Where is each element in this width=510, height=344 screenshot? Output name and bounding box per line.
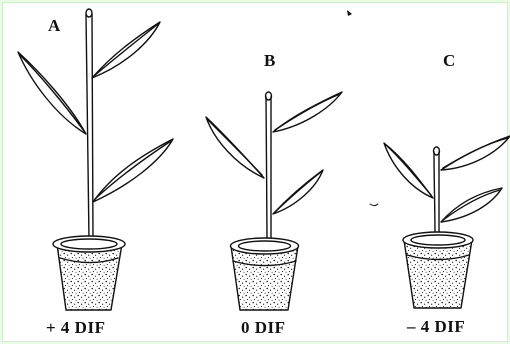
plant-label-c: C bbox=[443, 51, 455, 71]
plant-label-b: B bbox=[264, 51, 275, 71]
dif-caption-c: – 4 DIF bbox=[407, 317, 465, 337]
stray-mark bbox=[347, 10, 352, 16]
plant-b-leaf-lower-right bbox=[273, 170, 323, 214]
dif-caption-a: + 4 DIF bbox=[46, 318, 105, 338]
plant-a-leaf-lower-right bbox=[93, 139, 173, 202]
plant-b-stem bbox=[266, 92, 272, 242]
dif-caption-b: 0 DIF bbox=[241, 318, 286, 338]
plant-a-leaf-upper-right bbox=[92, 22, 160, 78]
plant-b-pot bbox=[231, 238, 299, 310]
plant-c-stem bbox=[434, 147, 440, 236]
plant-b bbox=[206, 92, 342, 310]
plant-a bbox=[18, 9, 173, 310]
stray-mark bbox=[370, 204, 378, 206]
plant-c-pot bbox=[403, 232, 473, 308]
plant-c bbox=[384, 136, 510, 308]
plant-b-leaf-left bbox=[206, 117, 264, 178]
plant-label-a: A bbox=[48, 16, 60, 36]
plant-a-pot bbox=[53, 236, 125, 310]
plant-c-leaf-left bbox=[384, 143, 433, 198]
plant-a-stem bbox=[86, 9, 93, 240]
plant-c-leaf-lower-right bbox=[441, 188, 502, 222]
plant-a-leaf-upper-left bbox=[18, 52, 86, 134]
plant-c-leaf-upper-right bbox=[441, 136, 510, 170]
plant-b-leaf-upper-right bbox=[273, 92, 342, 132]
